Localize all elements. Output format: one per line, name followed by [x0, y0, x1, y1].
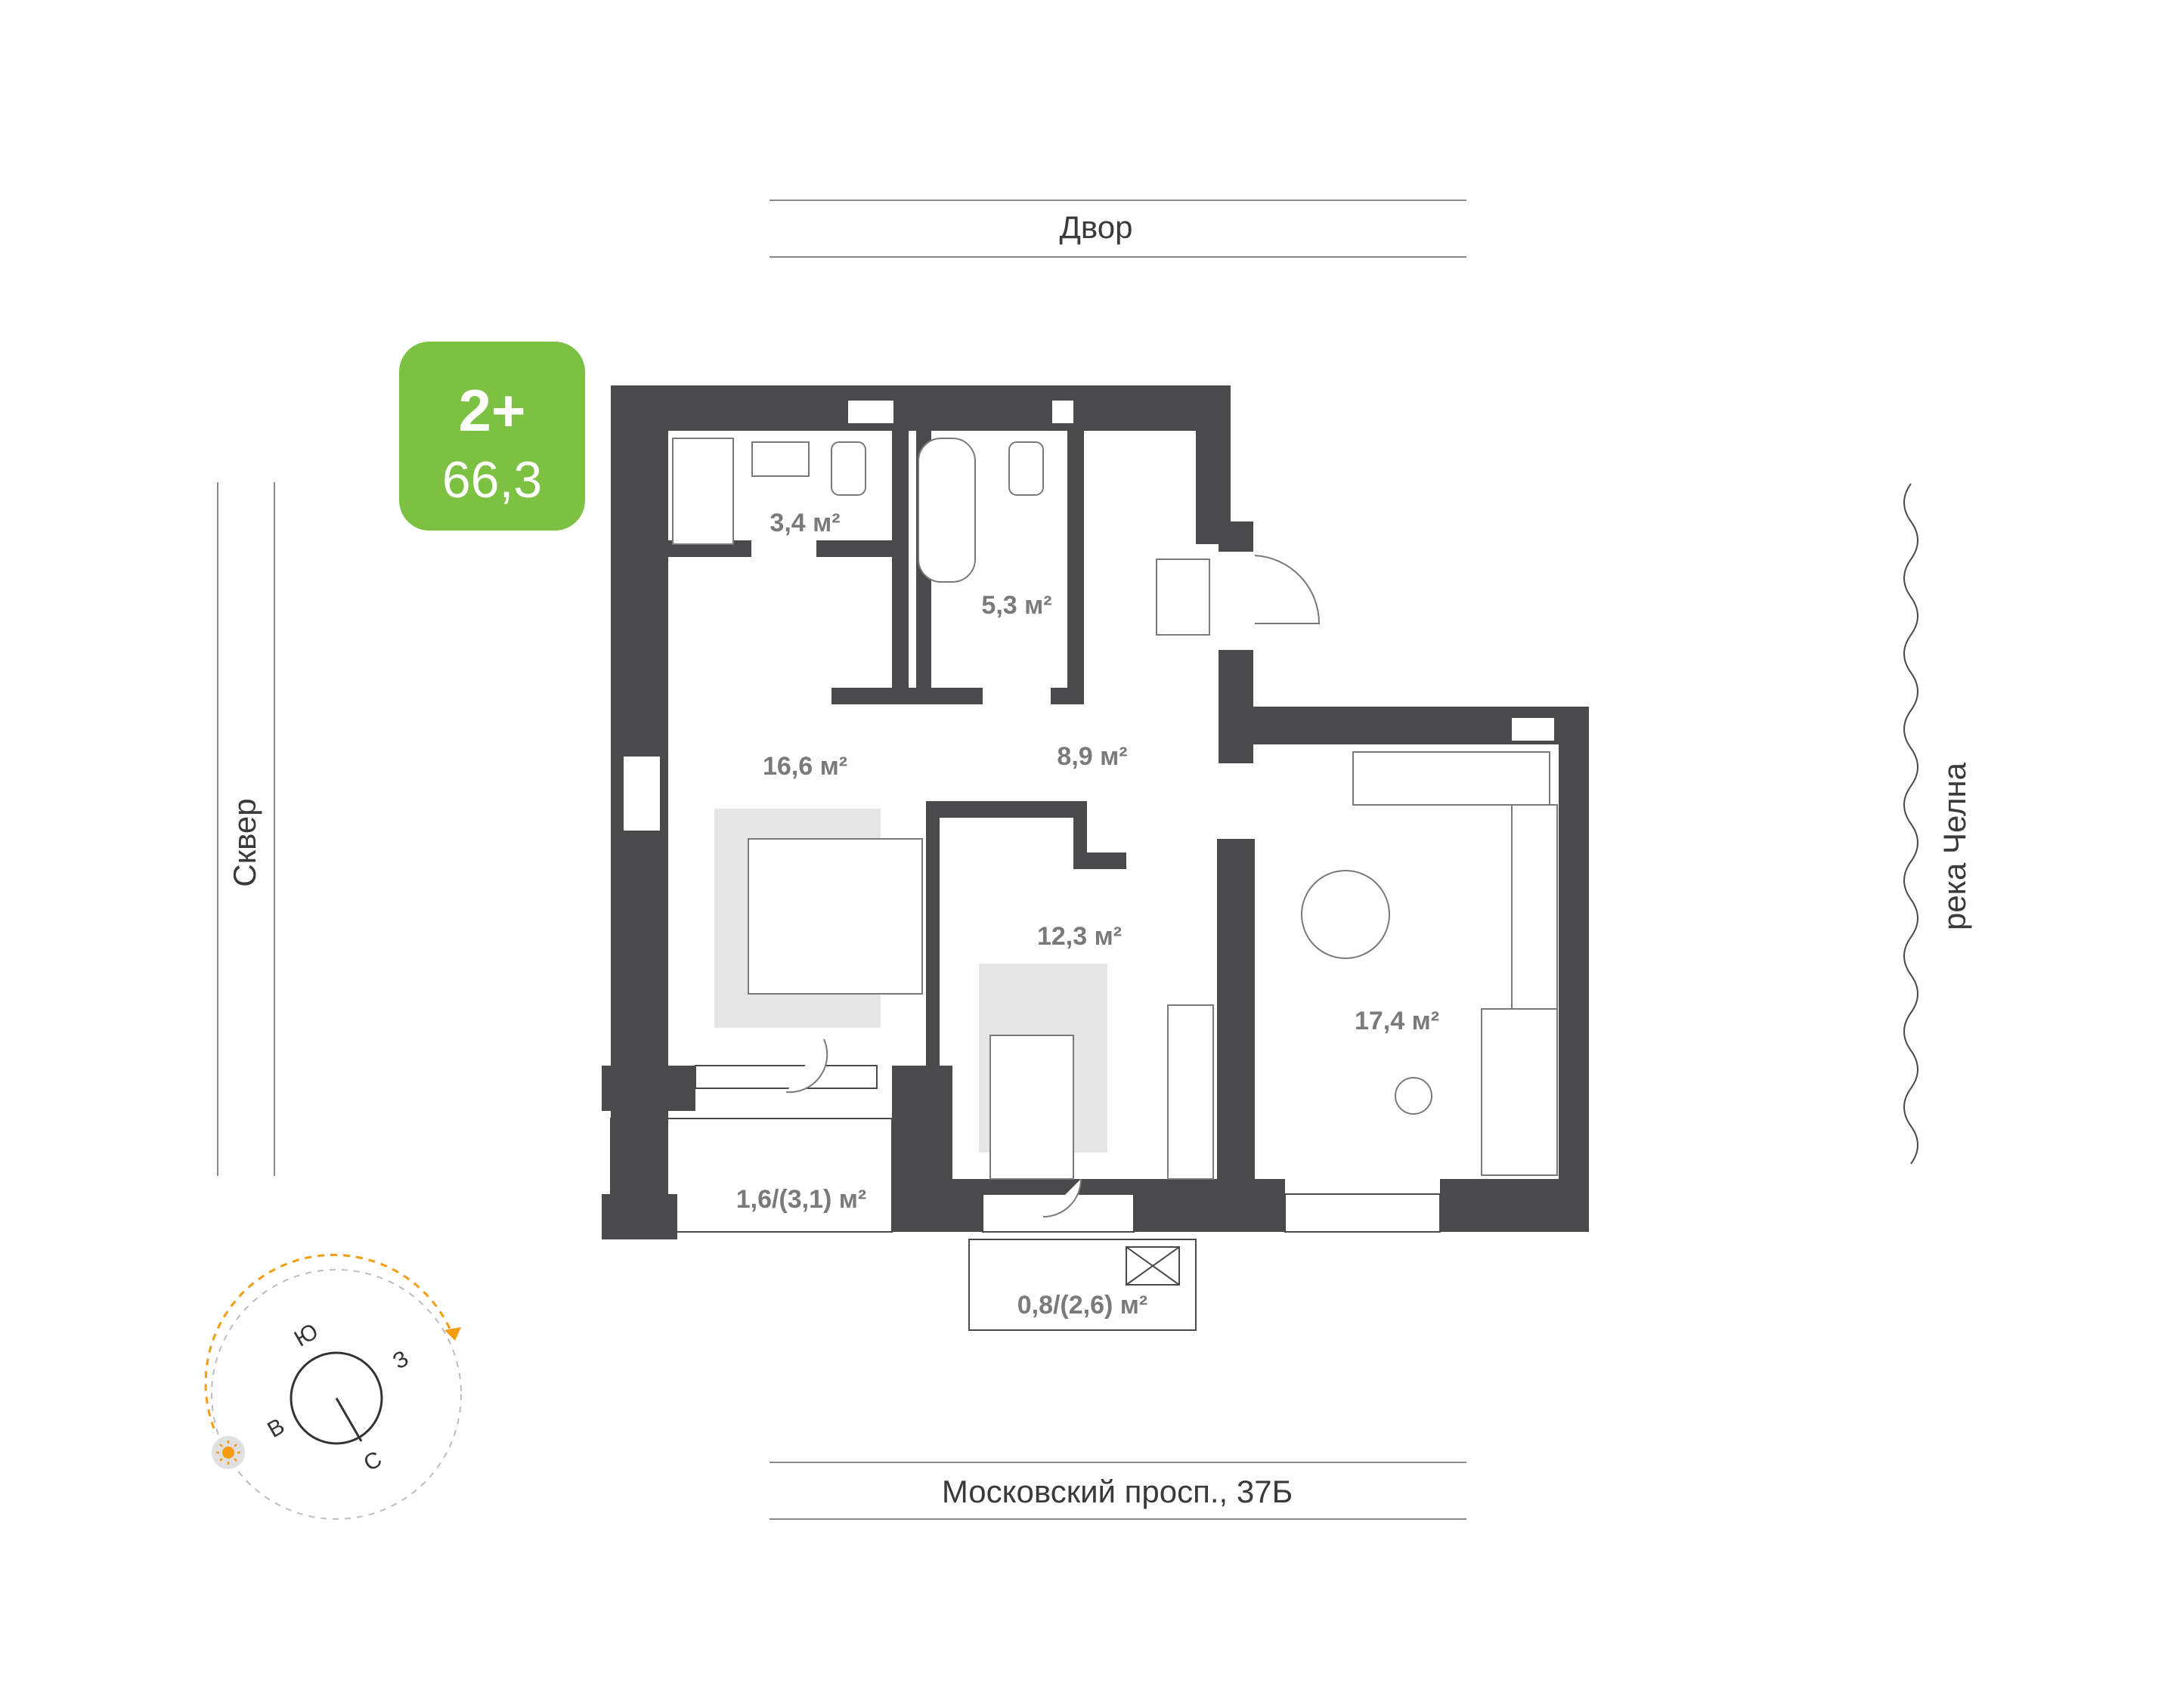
area-bathroom-1: 3,4 м² — [770, 509, 840, 537]
couch-icon — [1481, 1008, 1558, 1176]
shower-icon — [672, 438, 734, 545]
toilet-icon — [831, 441, 866, 496]
area-bathroom-2: 5,3 м² — [981, 591, 1051, 620]
balconies — [610, 1118, 1197, 1331]
label-top: Двор — [1059, 209, 1132, 245]
label-left: Сквер — [227, 798, 262, 886]
badge-type: 2+ — [459, 377, 526, 444]
walls — [602, 385, 1589, 1239]
entrance-door-icon — [1254, 555, 1321, 624]
dining-table-icon — [1301, 870, 1390, 959]
surroundings: Двор Московский просп., 37Б Сквер река Ч… — [217, 200, 1972, 1520]
kitchen-unit-icon — [1511, 804, 1558, 1032]
sink-icon — [751, 441, 810, 477]
area-kitchen: 17,4 м² — [1355, 1007, 1439, 1035]
bathtub-icon — [918, 438, 976, 583]
table-icon — [1156, 559, 1210, 636]
sofa-icon — [989, 1035, 1074, 1180]
area-balcony-2: 0,8/(2,6) м² — [1017, 1291, 1148, 1320]
area-study: 12,3 м² — [1037, 922, 1122, 951]
study-door-icon — [1042, 1178, 1082, 1218]
label-bottom: Московский просп., 37Б — [942, 1474, 1293, 1509]
badge-area: 66,3 — [442, 451, 542, 509]
compass-south: Ю — [290, 1319, 323, 1352]
badge-background — [399, 342, 585, 531]
compass-north: С — [360, 1447, 386, 1476]
room-areas: 3,4 м² 5,3 м² 16,6 м² 8,9 м² 12,3 м² 17,… — [736, 509, 1439, 1320]
label-right: река Челна — [1937, 762, 1972, 930]
area-hall: 8,9 м² — [1057, 742, 1127, 771]
area-bedroom: 16,6 м² — [763, 752, 847, 781]
compass-east: В — [263, 1413, 289, 1443]
compass: Ю З В С — [204, 1254, 462, 1520]
area-balcony-1: 1,6/(3,1) м² — [736, 1185, 867, 1214]
desk-icon — [1167, 1004, 1214, 1180]
apartment-badge: 2+ 66,3 — [399, 342, 585, 531]
bed-icon — [748, 838, 923, 995]
furniture — [672, 438, 1558, 1218]
toilet-icon — [1008, 441, 1044, 496]
compass-west: З — [389, 1346, 413, 1375]
kitchen-counter-icon — [1352, 751, 1550, 806]
bedroom-door-icon — [785, 1038, 828, 1094]
ball-icon — [1395, 1077, 1432, 1115]
